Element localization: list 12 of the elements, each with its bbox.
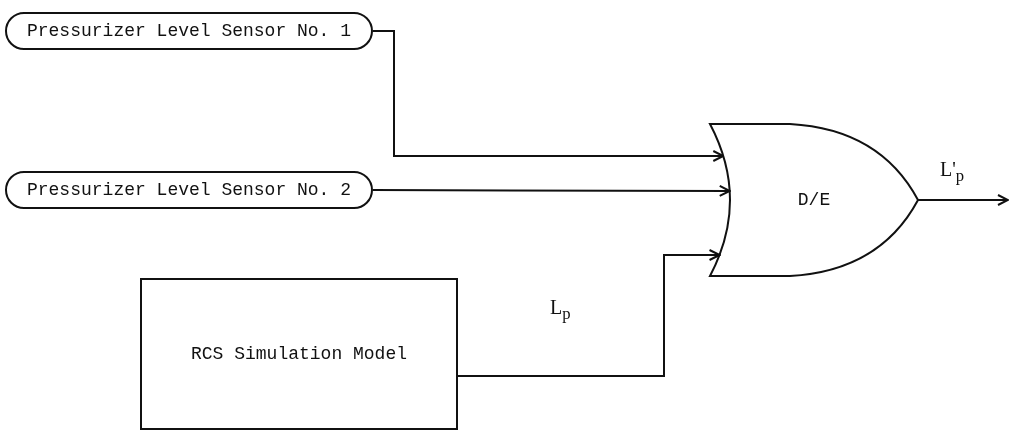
- node-label: RCS Simulation Model: [190, 342, 407, 366]
- node-label: D/E: [797, 188, 831, 212]
- or-gate-shape: [710, 124, 918, 276]
- node-label: Pressurizer Level Sensor No. 2: [26, 178, 352, 202]
- arrow: [372, 30, 725, 162]
- arrow: [372, 184, 731, 197]
- sensor-block: [5, 171, 373, 209]
- node-label: Pressurizer Level Sensor No. 1: [26, 19, 352, 43]
- process-box: [140, 278, 458, 430]
- arrow: [917, 194, 1009, 206]
- arrow: [457, 249, 721, 377]
- sensor-block: [5, 12, 373, 50]
